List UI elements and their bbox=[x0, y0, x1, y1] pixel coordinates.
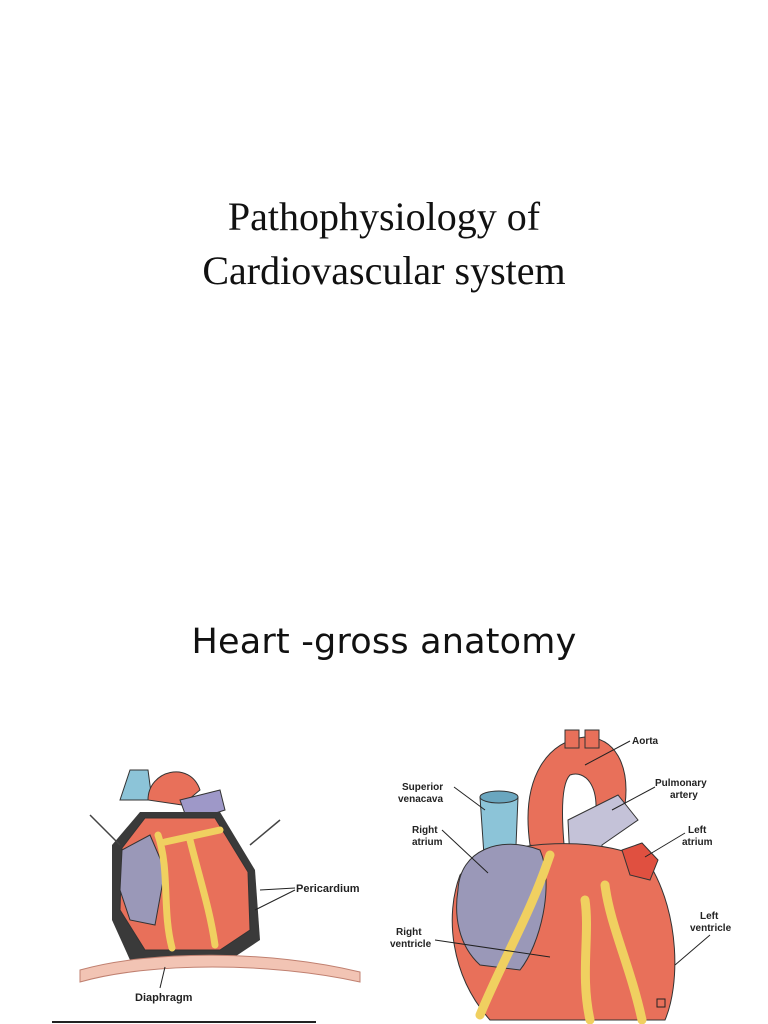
heart-pericardium-figure: Pericardium Diaphragm bbox=[79, 769, 361, 1004]
aorta-vessel bbox=[147, 771, 201, 806]
aorta-shape bbox=[527, 736, 627, 856]
right-atrium-label-1: Right bbox=[412, 825, 438, 836]
diaphragm-label: Diaphragm bbox=[135, 992, 193, 1004]
title-line-1: Pathophysiology of bbox=[227, 194, 541, 239]
heart-anatomy-figure: Aorta Superior venacava Pulmonary artery… bbox=[390, 729, 732, 1024]
title-line-2: Cardiovascular system bbox=[202, 248, 566, 293]
diaphragm-shape bbox=[79, 954, 361, 983]
right-ventricle-label-2: ventricle bbox=[390, 939, 432, 950]
pulmonary-artery-label-2: artery bbox=[670, 790, 698, 801]
right-atrium-shape bbox=[119, 834, 166, 926]
right-ventricle-label-1: Right bbox=[396, 927, 422, 938]
coronary-fat-2 bbox=[475, 850, 647, 1024]
svc-vessel bbox=[119, 769, 153, 801]
coronary-fat bbox=[154, 826, 224, 952]
slide-title: Pathophysiology of Cardiovascular system bbox=[0, 190, 768, 298]
slide-heading: Heart -gross anatomy bbox=[191, 622, 577, 662]
left-atrium-shape bbox=[621, 842, 659, 881]
right-atrium-shape-2 bbox=[456, 843, 547, 971]
svc-label-2: venacava bbox=[398, 794, 443, 805]
left-atrium-label-1: Left bbox=[688, 825, 707, 836]
bottom-divider bbox=[52, 1021, 316, 1023]
pulmonary-artery-label-1: Pulmonary bbox=[655, 778, 707, 789]
left-atrium-label-2: atrium bbox=[682, 837, 713, 848]
aorta-label: Aorta bbox=[632, 736, 659, 747]
left-ventricle-label-2: ventricle bbox=[690, 923, 732, 934]
svc-label-1: Superior bbox=[402, 782, 443, 793]
left-ventricle-label-1: Left bbox=[700, 911, 719, 922]
pericardium-label: Pericardium bbox=[296, 883, 360, 895]
right-atrium-label-2: atrium bbox=[412, 837, 443, 848]
